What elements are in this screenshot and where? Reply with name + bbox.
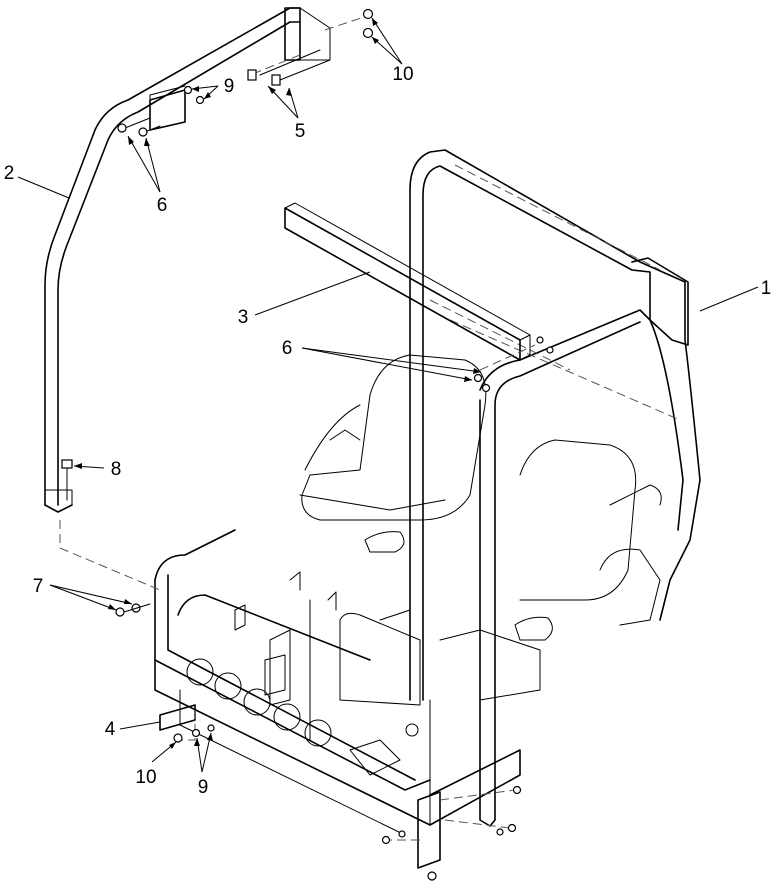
nut	[362, 8, 374, 20]
bolt-head	[115, 607, 125, 617]
bolt-head	[512, 785, 522, 795]
washer	[195, 95, 205, 105]
bolt-head	[473, 373, 483, 383]
bolt-head	[138, 127, 148, 137]
callout-9-top: 9	[224, 76, 235, 97]
hardware	[61, 8, 554, 881]
callout-9-bottom: 9	[198, 777, 209, 798]
washer	[398, 830, 406, 838]
bolt-head	[61, 459, 73, 469]
front-roll-bar	[44, 7, 331, 513]
nut	[536, 336, 544, 344]
bolt-head	[271, 74, 281, 86]
nut	[546, 346, 554, 354]
callout-10-top: 10	[392, 64, 413, 85]
cross-bar	[284, 202, 531, 361]
seat-right	[514, 439, 662, 641]
nut	[362, 27, 374, 39]
callout-7: 7	[33, 576, 44, 597]
washer	[207, 724, 215, 732]
callout-6-middle: 6	[282, 338, 293, 359]
callout-3: 3	[238, 307, 249, 328]
callout-10-bottom: 10	[135, 767, 156, 788]
washer	[191, 728, 201, 738]
chassis-frame	[154, 529, 541, 869]
bolt-head	[507, 823, 517, 833]
seat-left	[299, 354, 487, 553]
nut	[173, 733, 183, 743]
callout-4: 4	[105, 719, 116, 740]
callout-labels: 1 2 3 4 5 6 6 7 8 9 9 10 10	[4, 64, 772, 798]
washer	[183, 85, 193, 95]
leader-lines	[17, 17, 759, 773]
callout-8: 8	[111, 459, 122, 480]
callout-6-top: 6	[157, 195, 168, 216]
bolt-head	[481, 383, 491, 393]
nut	[496, 828, 504, 836]
rear-roll-bar	[409, 149, 701, 827]
bolt-head	[117, 123, 127, 133]
bolt-head	[247, 69, 257, 81]
bolt-head	[381, 835, 391, 845]
callout-1: 1	[761, 278, 772, 299]
callout-5: 5	[295, 121, 306, 142]
nut	[427, 871, 437, 881]
callout-2: 2	[4, 163, 15, 184]
